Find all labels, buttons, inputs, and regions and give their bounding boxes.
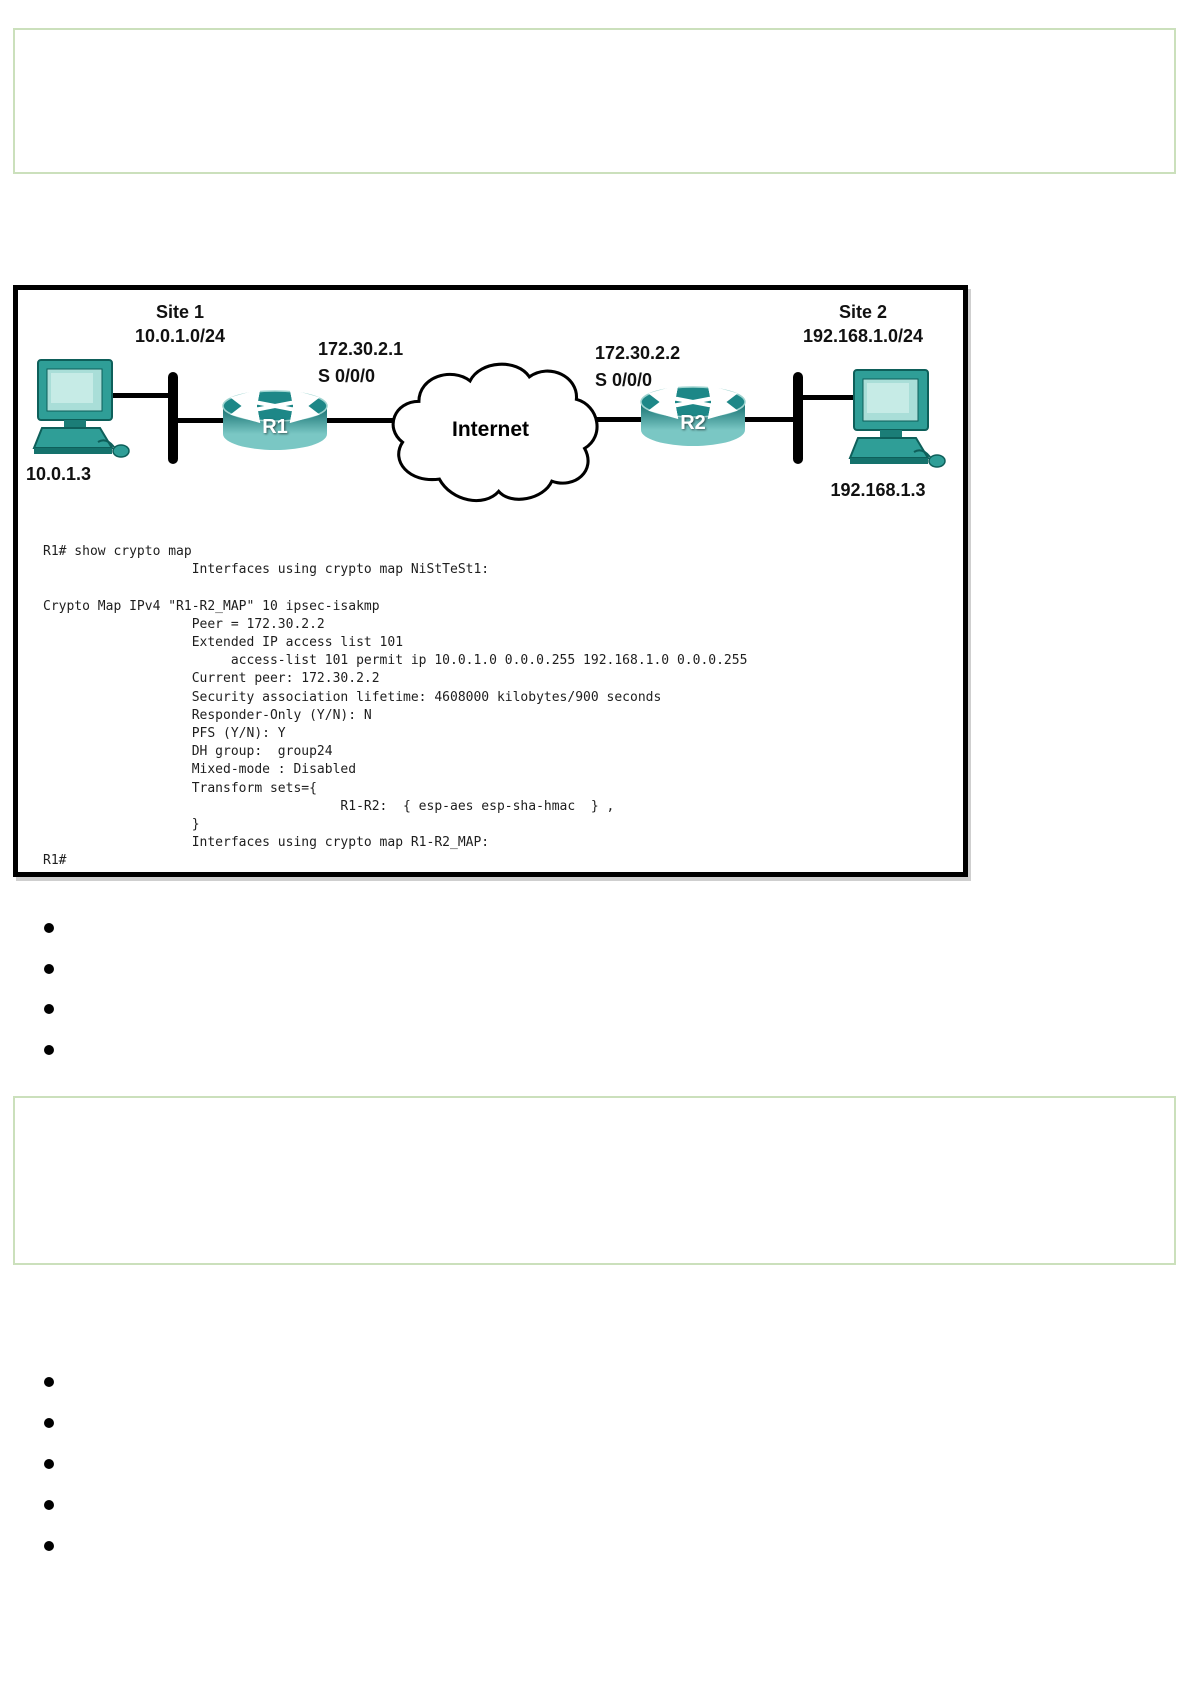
bullet-icon (44, 1541, 54, 1551)
site2-label: Site 2 192.168.1.0/24 (763, 300, 963, 348)
answer-panel-top (13, 28, 1176, 174)
site2-title: Site 2 (838, 302, 888, 322)
internet-cloud-label: Internet (451, 418, 529, 441)
question2-options (44, 1377, 268, 1582)
answer-option (44, 1459, 268, 1469)
link-internet-r2 (554, 417, 646, 422)
answer-option (44, 1044, 268, 1055)
pc2-ip-label: 192.168.1.3 (830, 480, 926, 500)
pc2-icon (848, 368, 948, 473)
answer-option (44, 1541, 268, 1551)
bullet-icon (44, 1044, 54, 1055)
answer-option (44, 963, 268, 974)
site1-subnet: 10.0.1.0/24 (134, 326, 226, 346)
r1-wan-label: 172.30.2.1 S 0/0/0 (318, 336, 478, 390)
lan1-segment-icon (168, 372, 178, 464)
pc1-icon (32, 358, 132, 463)
link-r1-internet (324, 418, 396, 423)
cli-output: R1# show crypto map Interfaces using cry… (43, 544, 748, 869)
router-r1-label: R1 (262, 416, 288, 438)
bullet-icon (44, 923, 54, 933)
router-r2-icon: R2 (640, 386, 746, 448)
r1-wan-ip: 172.30.2.1 (318, 339, 404, 359)
lan2-segment-icon (793, 372, 803, 464)
bullet-icon (44, 1418, 54, 1428)
r2-wan-interface: S 0/0/0 (595, 370, 653, 390)
answer-panel-middle (13, 1096, 1176, 1265)
pc1-ip-label: 10.0.1.3 (26, 464, 92, 484)
bullet-icon (44, 1004, 54, 1014)
bullet-icon (44, 963, 54, 974)
answer-option (44, 1500, 268, 1510)
answer-option (44, 1418, 268, 1428)
bullet-icon (44, 1500, 54, 1510)
network-diagram-box: Site 1 10.0.1.0/24 172.30.2.1 S 0/0/0 17… (13, 285, 968, 877)
internet-cloud-icon: Internet (378, 346, 603, 514)
r2-wan-label: 172.30.2.2 S 0/0/0 (595, 340, 755, 394)
link-lan2-pc2 (799, 395, 859, 400)
answer-option (44, 1004, 268, 1014)
r2-wan-ip: 172.30.2.2 (595, 343, 681, 363)
question1-options (44, 923, 268, 1085)
answer-option (44, 923, 268, 933)
router-r2-label: R2 (680, 412, 706, 434)
link-r2-lan2 (742, 417, 798, 422)
site1-title: Site 1 (155, 302, 205, 322)
router-r1-icon: R1 (222, 390, 328, 452)
site1-label: Site 1 10.0.1.0/24 (80, 300, 280, 348)
answer-option (44, 1377, 268, 1387)
bullet-icon (44, 1459, 54, 1469)
link-pc1-lan (113, 393, 175, 398)
bullet-icon (44, 1377, 54, 1387)
r1-wan-interface: S 0/0/0 (318, 366, 376, 386)
link-lan1-r1 (174, 418, 234, 423)
site2-subnet: 192.168.1.0/24 (802, 326, 924, 346)
